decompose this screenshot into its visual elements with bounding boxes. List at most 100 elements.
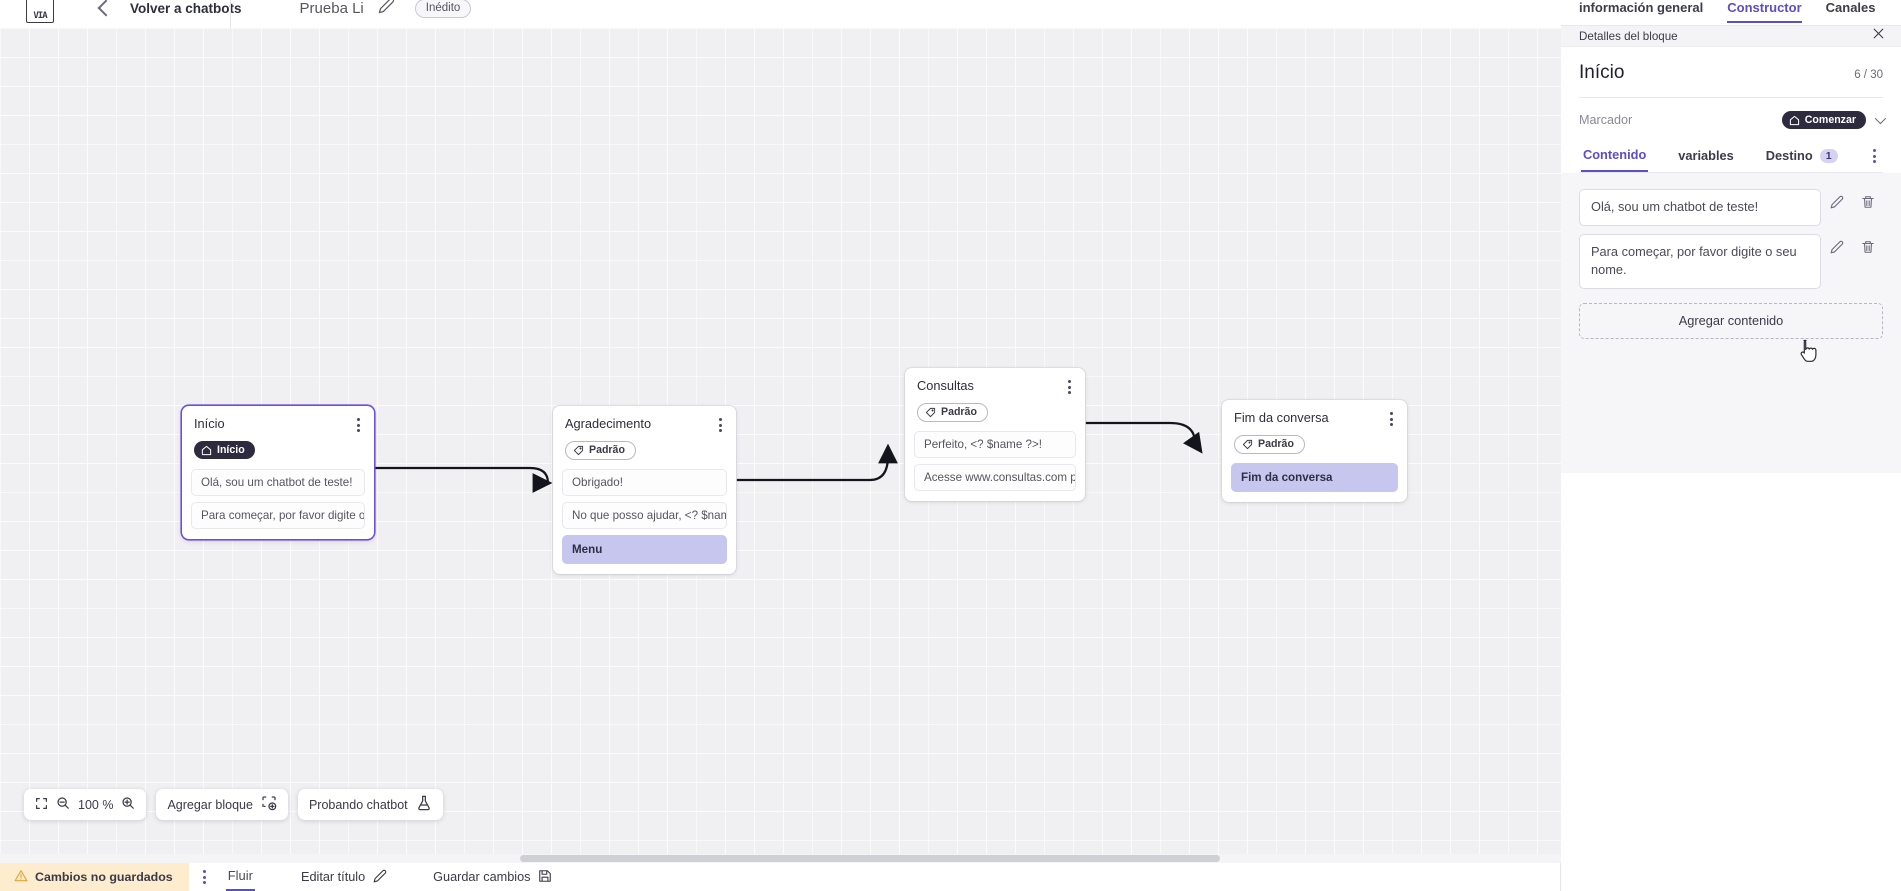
warning-icon [14,869,28,886]
scrollbar-thumb[interactable] [520,855,1220,862]
content-edit-pencil-icon[interactable] [1821,189,1852,209]
block-details-panel: información general Constructor Canales … [1561,0,1901,891]
add-block-label: Agregar bloque [167,797,253,812]
statusbar-divider [1560,863,1561,891]
panel-separator [1579,97,1883,98]
add-block-button[interactable]: Agregar bloque [156,789,288,820]
node-tag-row: Padrão [1231,429,1398,463]
fit-screen-icon[interactable] [35,797,48,813]
marker-row: Marcador Comenzar [1579,98,1887,143]
content-row: Para começar, por favor digite o seu nom… [1579,233,1883,289]
flow-canvas[interactable]: Início Início Olá, sou um chatbot de tes… [0,28,1561,863]
edit-title-pencil-icon[interactable] [378,0,395,19]
node-tag-badge[interactable]: Padrão [1234,435,1305,454]
panel-body: Início 6 / 30 Marcador Comenzar Contenid… [1561,47,1901,473]
canvas-horizontal-scrollbar[interactable] [0,854,1561,863]
tab-destino-label: Destino [1765,148,1813,163]
tab-fluir[interactable]: Fluir [225,863,255,891]
flow-node-fim-da-conversa[interactable]: Fim da conversa Padrão Fim da conversa [1222,400,1407,502]
block-count: 6 / 30 [1854,69,1883,81]
project-title: Prueba Li [299,0,364,17]
save-changes-button[interactable]: Guardar cambios [433,869,552,886]
tab-destino[interactable]: Destino 1 [1764,144,1840,171]
node-kebab-icon[interactable] [352,415,365,435]
tab-canales[interactable]: Canales [1825,0,1876,15]
tag-icon [1242,439,1253,449]
node-tag-label: Padrão [589,444,625,456]
flow-node-consultas[interactable]: Consultas Padrão Perfeito, <? $name ?>! … [905,368,1085,501]
node-tag-badge[interactable]: Padrão [917,403,988,422]
content-delete-trash-icon[interactable] [1852,234,1883,254]
save-icon [538,869,552,886]
node-tag-row: Início [191,435,365,469]
flow-node-agradecimento[interactable]: Agradecimento Padrão Obrigado! No que po… [553,406,736,574]
tag-icon [925,407,936,417]
tag-icon [573,445,584,455]
node-message[interactable]: Para começar, por favor digite o ... [191,501,365,529]
node-tag-row: Padrão [914,397,1076,431]
canvas-toolbar: 100 % Agregar bloque Probando chatbot [24,789,443,820]
node-kebab-icon[interactable] [1063,377,1076,397]
content-tabs-kebab-icon[interactable] [1870,146,1879,166]
content-row: Olá, sou um chatbot de teste! [1579,189,1883,226]
zoom-level-label: 100 % [78,797,114,812]
pencil-icon [373,869,387,886]
chevron-down-icon[interactable] [1874,112,1887,125]
node-header: Consultas [914,377,1076,397]
node-message[interactable]: No que posso ajudar, <? $name ... [562,501,727,529]
test-chatbot-button[interactable]: Probando chatbot [297,789,443,820]
node-message[interactable]: Olá, sou um chatbot de teste! [191,468,365,496]
node-message[interactable]: Perfeito, <? $name ?>! [914,430,1076,458]
flow-node-inicio[interactable]: Início Início Olá, sou um chatbot de tes… [182,406,374,539]
zoom-out-icon[interactable] [56,796,70,813]
node-message[interactable]: Menu [562,534,727,564]
node-title: Início [194,416,225,431]
tab-contenido[interactable]: Contenido [1581,143,1649,172]
content-text[interactable]: Olá, sou um chatbot de teste! [1579,189,1821,226]
unsaved-changes-label: Cambios no guardados [35,870,173,884]
content-delete-trash-icon[interactable] [1852,189,1883,209]
header-divider [230,0,231,28]
back-to-chatbots-link[interactable]: Volver a chatbots [130,0,242,16]
zoom-in-icon[interactable] [121,796,135,813]
flow-edges [373,421,1203,488]
close-icon[interactable] [1872,27,1885,45]
app-logo-icon[interactable]: VIA [26,0,54,23]
node-tag-row: Padrão [562,435,727,469]
marker-label: Marcador [1579,113,1633,127]
block-title: Início [1579,62,1625,83]
node-header: Agradecimento [562,415,727,435]
node-title: Fim da conversa [1234,410,1329,425]
tab-constructor[interactable]: Constructor [1727,0,1802,23]
publish-status-badge: Inédito [414,0,472,18]
tab-variables-label: variables [1678,148,1734,163]
node-tag-badge[interactable]: Início [194,441,255,459]
node-tag-badge[interactable]: Padrão [565,441,636,460]
block-title-row: Início 6 / 30 [1579,47,1883,97]
node-tag-label: Padrão [941,406,977,418]
marker-controls: Comenzar [1781,111,1887,129]
back-chevron-icon[interactable] [97,0,115,17]
home-icon [1789,115,1799,125]
destino-count-badge: 1 [1819,148,1838,163]
content-text[interactable]: Para começar, por favor digite o seu nom… [1579,233,1821,289]
tab-informacion-general[interactable]: información general [1579,0,1704,15]
content-list: Olá, sou um chatbot de teste! Para começ… [1561,173,1901,473]
node-message[interactable]: Acesse www.consultas.com par... [914,463,1076,491]
add-block-icon [261,795,277,814]
node-header: Fim da conversa [1231,409,1398,429]
content-edit-pencil-icon[interactable] [1821,234,1852,254]
node-kebab-icon[interactable] [714,415,727,435]
node-title: Consultas [917,378,974,393]
marker-badge[interactable]: Comenzar [1781,111,1866,129]
tab-variables[interactable]: variables [1676,144,1736,171]
add-content-button[interactable]: Agregar contenido [1579,302,1883,339]
edit-title-button[interactable]: Editar título [301,869,387,886]
node-message[interactable]: Obrigado! [562,468,727,496]
node-kebab-icon[interactable] [1385,409,1398,429]
panel-top-tabs: información general Constructor Canales [1561,0,1901,26]
flask-icon [416,795,432,814]
node-message[interactable]: Fim da conversa [1231,462,1398,492]
status-kebab-icon[interactable] [202,870,206,884]
save-changes-label: Guardar cambios [433,870,531,884]
